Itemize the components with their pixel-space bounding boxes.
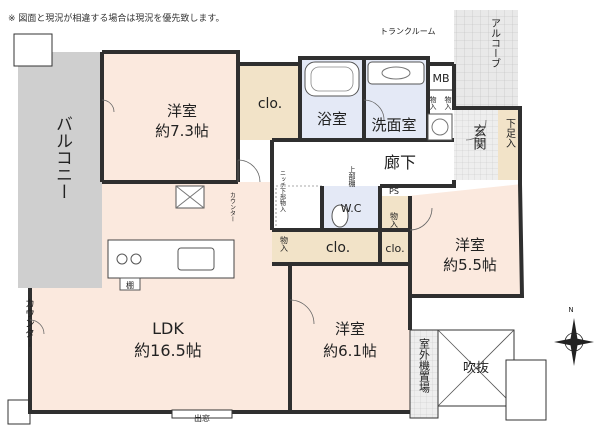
western-room-2 — [408, 184, 522, 296]
western1-size: 約7.3帖 — [155, 122, 209, 140]
trunk-room-label: トランクルーム — [380, 27, 436, 36]
washroom-sink — [367, 61, 425, 85]
bathtub — [304, 61, 360, 97]
shoe-storage-label: 下足入 — [504, 118, 516, 148]
door-swings — [29, 99, 487, 335]
closet-1 — [238, 64, 300, 140]
ldk-size: 約16.5帖 — [134, 341, 202, 360]
outdoor-unit-label: 室外機置場 — [418, 337, 431, 394]
compass-north-label: N — [568, 306, 573, 314]
bay-window — [171, 409, 233, 419]
fukinuke-label: 吹抜 — [463, 360, 489, 376]
closet3-label: clo. — [385, 242, 404, 255]
western2-size: 約5.5帖 — [443, 256, 497, 274]
mb-area — [427, 63, 455, 91]
ps-label: PS — [389, 187, 399, 196]
wc-label: W.C — [341, 202, 362, 215]
balcony-label: バルコニー — [52, 115, 72, 200]
outdoor-unit-area — [409, 329, 439, 419]
western-room-1 — [102, 52, 238, 182]
corridor-area — [272, 142, 454, 186]
mb-label: MB — [432, 72, 449, 85]
balcony-pillar-top — [13, 33, 53, 67]
entrance-label: 玄関 — [471, 124, 487, 151]
western3-name: 洋室 — [335, 320, 365, 338]
corridor-label: 廊下 — [384, 153, 416, 172]
entrance-area — [454, 108, 498, 180]
toilet — [331, 204, 349, 228]
storage2-label: 物入 — [390, 211, 399, 228]
closet1-label: clo. — [258, 96, 282, 112]
storage4-label: 物入 — [444, 95, 452, 110]
upper-storage-label: 上部棚 — [348, 165, 356, 188]
western-room-3 — [290, 264, 410, 412]
washroom-label: 洗面室 — [371, 116, 416, 134]
counter-small-label: カウンター — [229, 192, 236, 222]
western3-size: 約6.1帖 — [323, 342, 377, 360]
storage-1 — [272, 230, 296, 264]
compass-icon — [554, 318, 594, 366]
pillar-bottom-right — [505, 359, 547, 421]
alcove-area — [454, 10, 518, 108]
counter-left-label: カウンター — [23, 298, 35, 348]
closet-3 — [380, 230, 410, 264]
western2-name: 洋室 — [455, 236, 485, 254]
wc-room — [322, 186, 380, 230]
kitchen-sink — [177, 247, 215, 271]
kitchen-counter — [107, 239, 235, 279]
closet-2 — [296, 230, 380, 264]
western1-name: 洋室 — [167, 102, 197, 120]
window-label: 出窓 — [194, 413, 210, 423]
ldk-name: LDK — [152, 319, 184, 338]
shelf-label: 棚 — [126, 280, 134, 290]
alcove-label: アルコーブ — [489, 18, 501, 68]
storage-ps — [380, 196, 408, 230]
stove-burner — [116, 253, 128, 265]
storage1-label: 物入 — [280, 235, 289, 252]
pillar-left-bottom — [7, 399, 31, 425]
disclaimer-note: ※ 図面と現況が相違する場合は現況を優先致します。 — [8, 14, 225, 24]
shoe-storage — [498, 108, 520, 180]
niche-label: ニッチ下部物入 — [279, 170, 286, 212]
storage3-label: 物入 — [429, 95, 437, 110]
balcony-area — [18, 52, 102, 288]
closet2-label: clo. — [326, 240, 350, 256]
shelf-box — [119, 277, 141, 291]
bath-label: 浴室 — [317, 110, 347, 128]
